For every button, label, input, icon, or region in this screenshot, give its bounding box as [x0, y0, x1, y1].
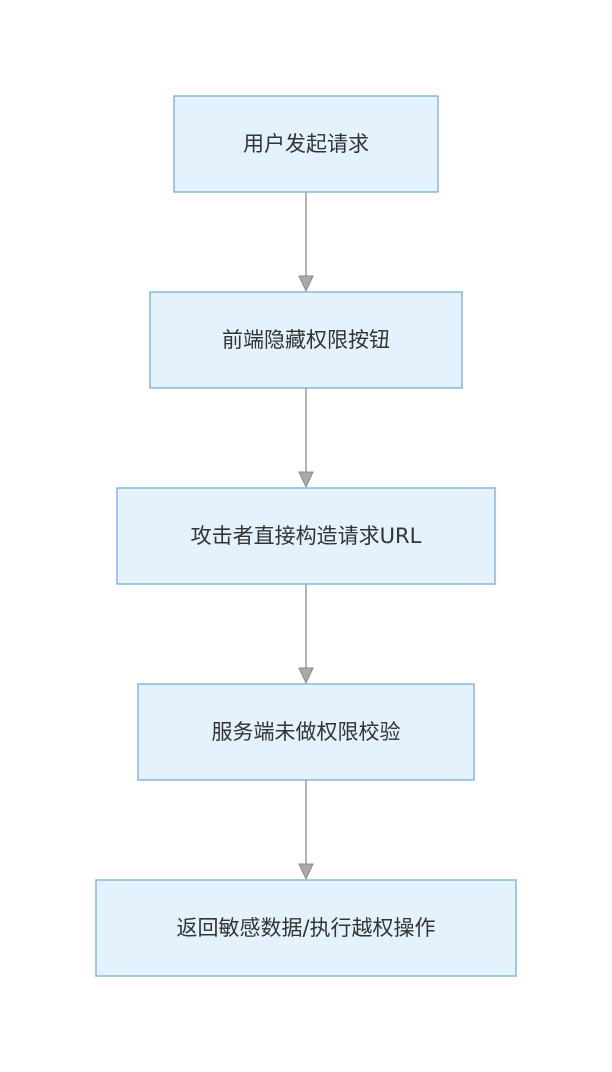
arrowhead-icon [298, 667, 314, 685]
edge-n4-n5 [298, 780, 314, 881]
node-label: 返回敏感数据/执行越权操作 [176, 916, 435, 940]
node-user-request: 用户发起请求 [173, 95, 439, 193]
node-label: 攻击者直接构造请求URL [191, 524, 422, 548]
arrowhead-icon [298, 471, 314, 489]
edge-n2-n3 [298, 388, 314, 489]
node-return-sensitive-data: 返回敏感数据/执行越权操作 [95, 879, 517, 977]
arrowhead-icon [298, 275, 314, 293]
node-label: 用户发起请求 [243, 132, 369, 156]
edge-n1-n2 [298, 192, 314, 293]
node-label: 服务端未做权限校验 [212, 720, 401, 744]
edge-n3-n4 [298, 584, 314, 685]
node-frontend-hide-button: 前端隐藏权限按钮 [149, 291, 463, 389]
node-server-no-check: 服务端未做权限校验 [137, 683, 475, 781]
node-attacker-craft-url: 攻击者直接构造请求URL [116, 487, 496, 585]
node-label: 前端隐藏权限按钮 [222, 328, 390, 352]
arrowhead-icon [298, 863, 314, 881]
